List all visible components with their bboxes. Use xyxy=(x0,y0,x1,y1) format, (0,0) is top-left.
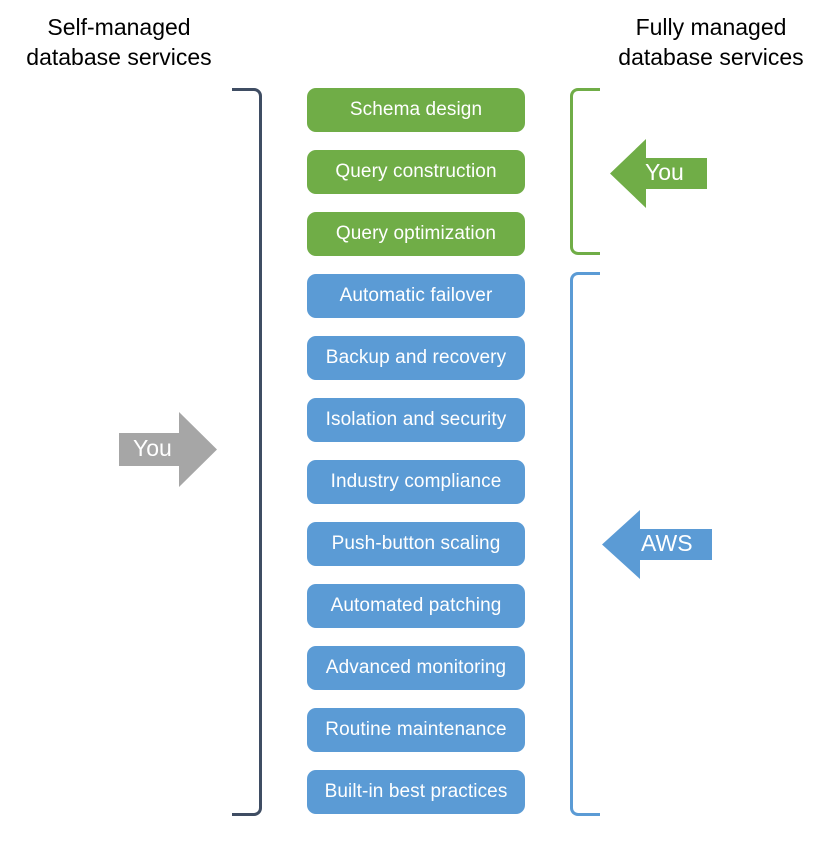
feature-box: Automatic failover xyxy=(307,274,525,318)
heading-self-managed: Self-managed database services xyxy=(26,14,212,70)
arrow-aws: AWS xyxy=(602,510,712,579)
bracket-self-managed-scope xyxy=(232,88,262,816)
feature-box: Push-button scaling xyxy=(307,522,525,566)
arrow-left-shape xyxy=(602,510,712,579)
feature-box: Industry compliance xyxy=(307,460,525,504)
feature-box: Automated patching xyxy=(307,584,525,628)
arrow-you-fully-managed: You xyxy=(610,139,707,208)
feature-box: Query construction xyxy=(307,150,525,194)
heading-fully-managed: Fully managed database services xyxy=(618,14,804,70)
arrow-right-shape xyxy=(119,412,217,487)
feature-box: Query optimization xyxy=(307,212,525,256)
feature-box: Routine maintenance xyxy=(307,708,525,752)
arrow-you-self-managed: You xyxy=(119,412,217,487)
bracket-aws-scope xyxy=(570,272,600,816)
feature-box: Advanced monitoring xyxy=(307,646,525,690)
feature-box: Built-in best practices xyxy=(307,770,525,814)
feature-box: Schema design xyxy=(307,88,525,132)
arrow-left-shape xyxy=(610,139,707,208)
bracket-you-scope xyxy=(570,88,600,255)
feature-box: Backup and recovery xyxy=(307,336,525,380)
feature-box: Isolation and security xyxy=(307,398,525,442)
